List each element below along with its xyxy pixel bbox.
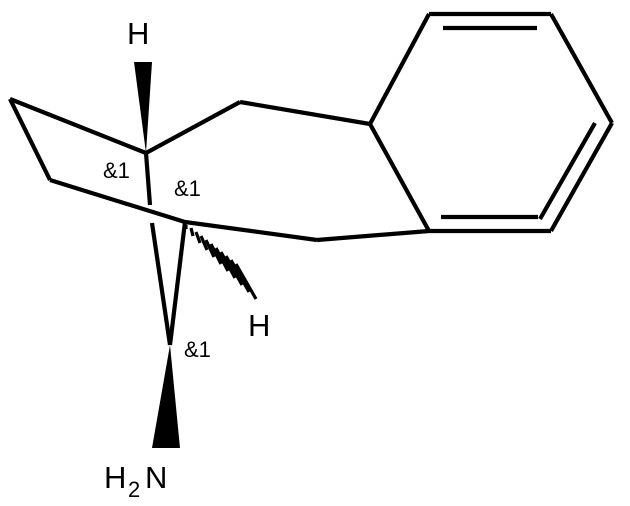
amine-h-label: H [104, 460, 126, 495]
top-h-label: H [127, 16, 149, 51]
mid-h-label: H [248, 308, 270, 343]
top-h-wedge-bond [134, 62, 152, 153]
stereo-label-upper-left: &1 [103, 158, 130, 183]
amine-subscript-label: 2 [128, 477, 140, 502]
bond-skeleton [8, 11, 614, 346]
mid-h-hashed-bond [184, 225, 258, 300]
amine-label: H 2 N [104, 460, 167, 502]
nh2-wedge-bond [152, 345, 180, 448]
stereo-label-center: &1 [174, 176, 201, 201]
stereo-label-lower: &1 [184, 337, 211, 362]
amine-n-label: N [145, 460, 167, 495]
